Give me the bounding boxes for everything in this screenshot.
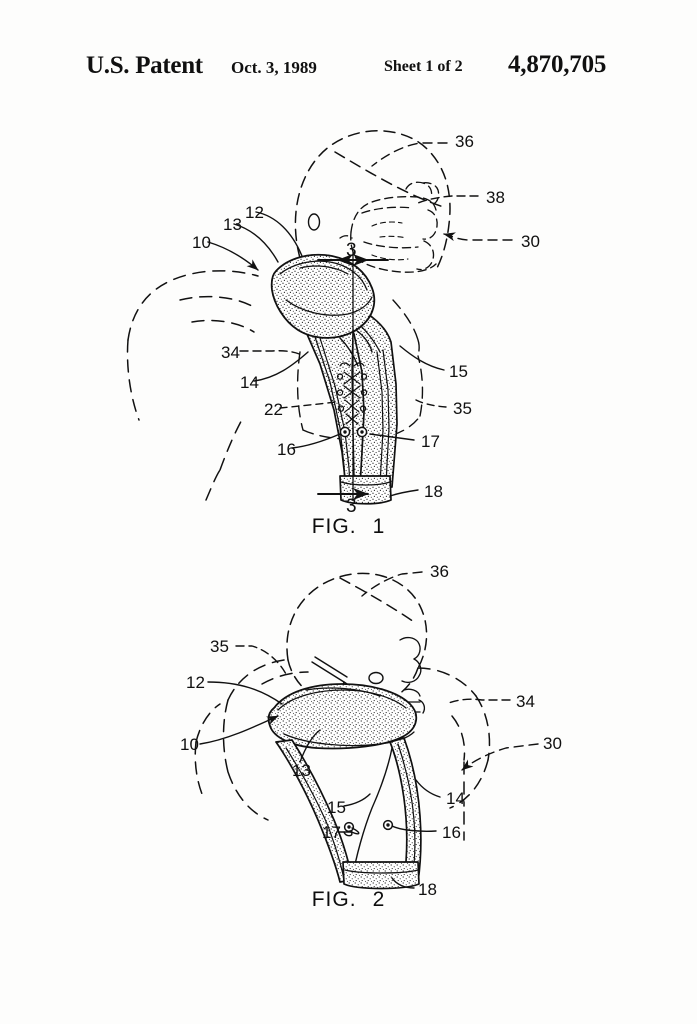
ref-10-fig2: 10 — [180, 735, 199, 754]
patent-issue-date: Oct. 3, 1989 — [231, 58, 317, 77]
ref-35: 35 — [453, 399, 472, 418]
figure-1-caption: FIG. 1 — [0, 515, 697, 539]
ref-36-fig2: 36 — [430, 562, 449, 581]
brace-collar-pad-12-fig2 — [267, 683, 418, 750]
figure-2-caption: FIG. 2 — [0, 888, 697, 912]
ref-12-fig2: 12 — [186, 673, 205, 692]
section-line-3-3 — [317, 251, 389, 501]
figure-1-caption-number: 1 — [372, 515, 386, 538]
ref-14-fig2: 14 — [446, 789, 465, 808]
section-marker-bottom: 3 — [346, 496, 357, 517]
brace-strap-split — [351, 747, 393, 881]
ref-35-fig2: 35 — [210, 637, 229, 656]
brace-collar-pad-12 — [270, 253, 376, 339]
ref-10: 10 — [192, 233, 211, 252]
brace-collar-pad-seams — [279, 260, 373, 316]
helmet-vent-hole — [368, 671, 384, 685]
ref-18: 18 — [424, 482, 443, 501]
ref-30: 30 — [521, 232, 540, 251]
ref-13-fig2: 13 — [292, 761, 311, 780]
figure-2-caption-number: 2 — [372, 888, 386, 911]
ref-16: 16 — [277, 440, 296, 459]
ref-34: 34 — [221, 343, 240, 362]
brace-collar-pad-seams-fig2 — [277, 687, 415, 747]
brace-rivets-fig2 — [343, 819, 394, 833]
fig2-reference-numerals: 36 35 12 10 13 34 30 15 14 17 16 18 — [180, 562, 562, 899]
ref-12: 12 — [245, 203, 264, 222]
fig1-reference-numerals: 36 38 30 12 13 10 34 14 22 16 15 35 17 1… — [192, 132, 540, 517]
ref-38: 38 — [486, 188, 505, 207]
brace-bottom-cuff-18-fig2 — [342, 861, 420, 890]
ref-17: 17 — [421, 432, 440, 451]
ref-36: 36 — [455, 132, 474, 151]
sheet-number: Sheet 1 of 2 — [384, 58, 463, 75]
ref-16-fig2: 16 — [442, 823, 461, 842]
patent-header: U.S. Patent Oct. 3, 1989 Sheet 1 of 2 4,… — [0, 51, 697, 92]
ref-14: 14 — [240, 373, 259, 392]
ear-detail — [307, 213, 321, 231]
face-mask-bars — [371, 221, 409, 261]
ref-13: 13 — [223, 215, 242, 234]
patent-office-title: U.S. Patent — [86, 52, 203, 79]
ref-30-fig2: 30 — [543, 734, 562, 753]
ref-34-fig2: 34 — [516, 692, 535, 711]
patent-number: 4,870,705 — [508, 51, 607, 78]
section-marker-top: 3 — [346, 240, 357, 261]
helmet-outline-36-fig2 — [286, 572, 428, 700]
brace-left-strap-15 — [275, 739, 353, 883]
brace-right-strap-14 — [389, 737, 422, 883]
figure-2-caption-prefix: FIG. — [311, 888, 357, 911]
ref-15-fig2: 15 — [327, 798, 346, 817]
brace-rivets — [339, 426, 368, 438]
figure-2: 36 35 12 10 13 34 30 15 14 17 16 18 — [0, 548, 697, 928]
figure-1: 36 38 30 12 13 10 34 14 22 16 15 35 17 1… — [0, 100, 697, 550]
ref-18-fig2: 18 — [418, 880, 437, 899]
figure-2-drawing: 36 35 12 10 13 34 30 15 14 17 16 18 — [180, 562, 562, 899]
torso-outline-34 — [126, 270, 259, 501]
ref-17-fig2: 17 — [322, 823, 341, 842]
figure-1-drawing: 36 38 30 12 13 10 34 14 22 16 15 35 17 1… — [126, 130, 540, 517]
figure-1-caption-prefix: FIG. — [311, 515, 357, 538]
ref-22: 22 — [264, 400, 283, 419]
leader-lines — [207, 142, 513, 497]
ref-15: 15 — [449, 362, 468, 381]
